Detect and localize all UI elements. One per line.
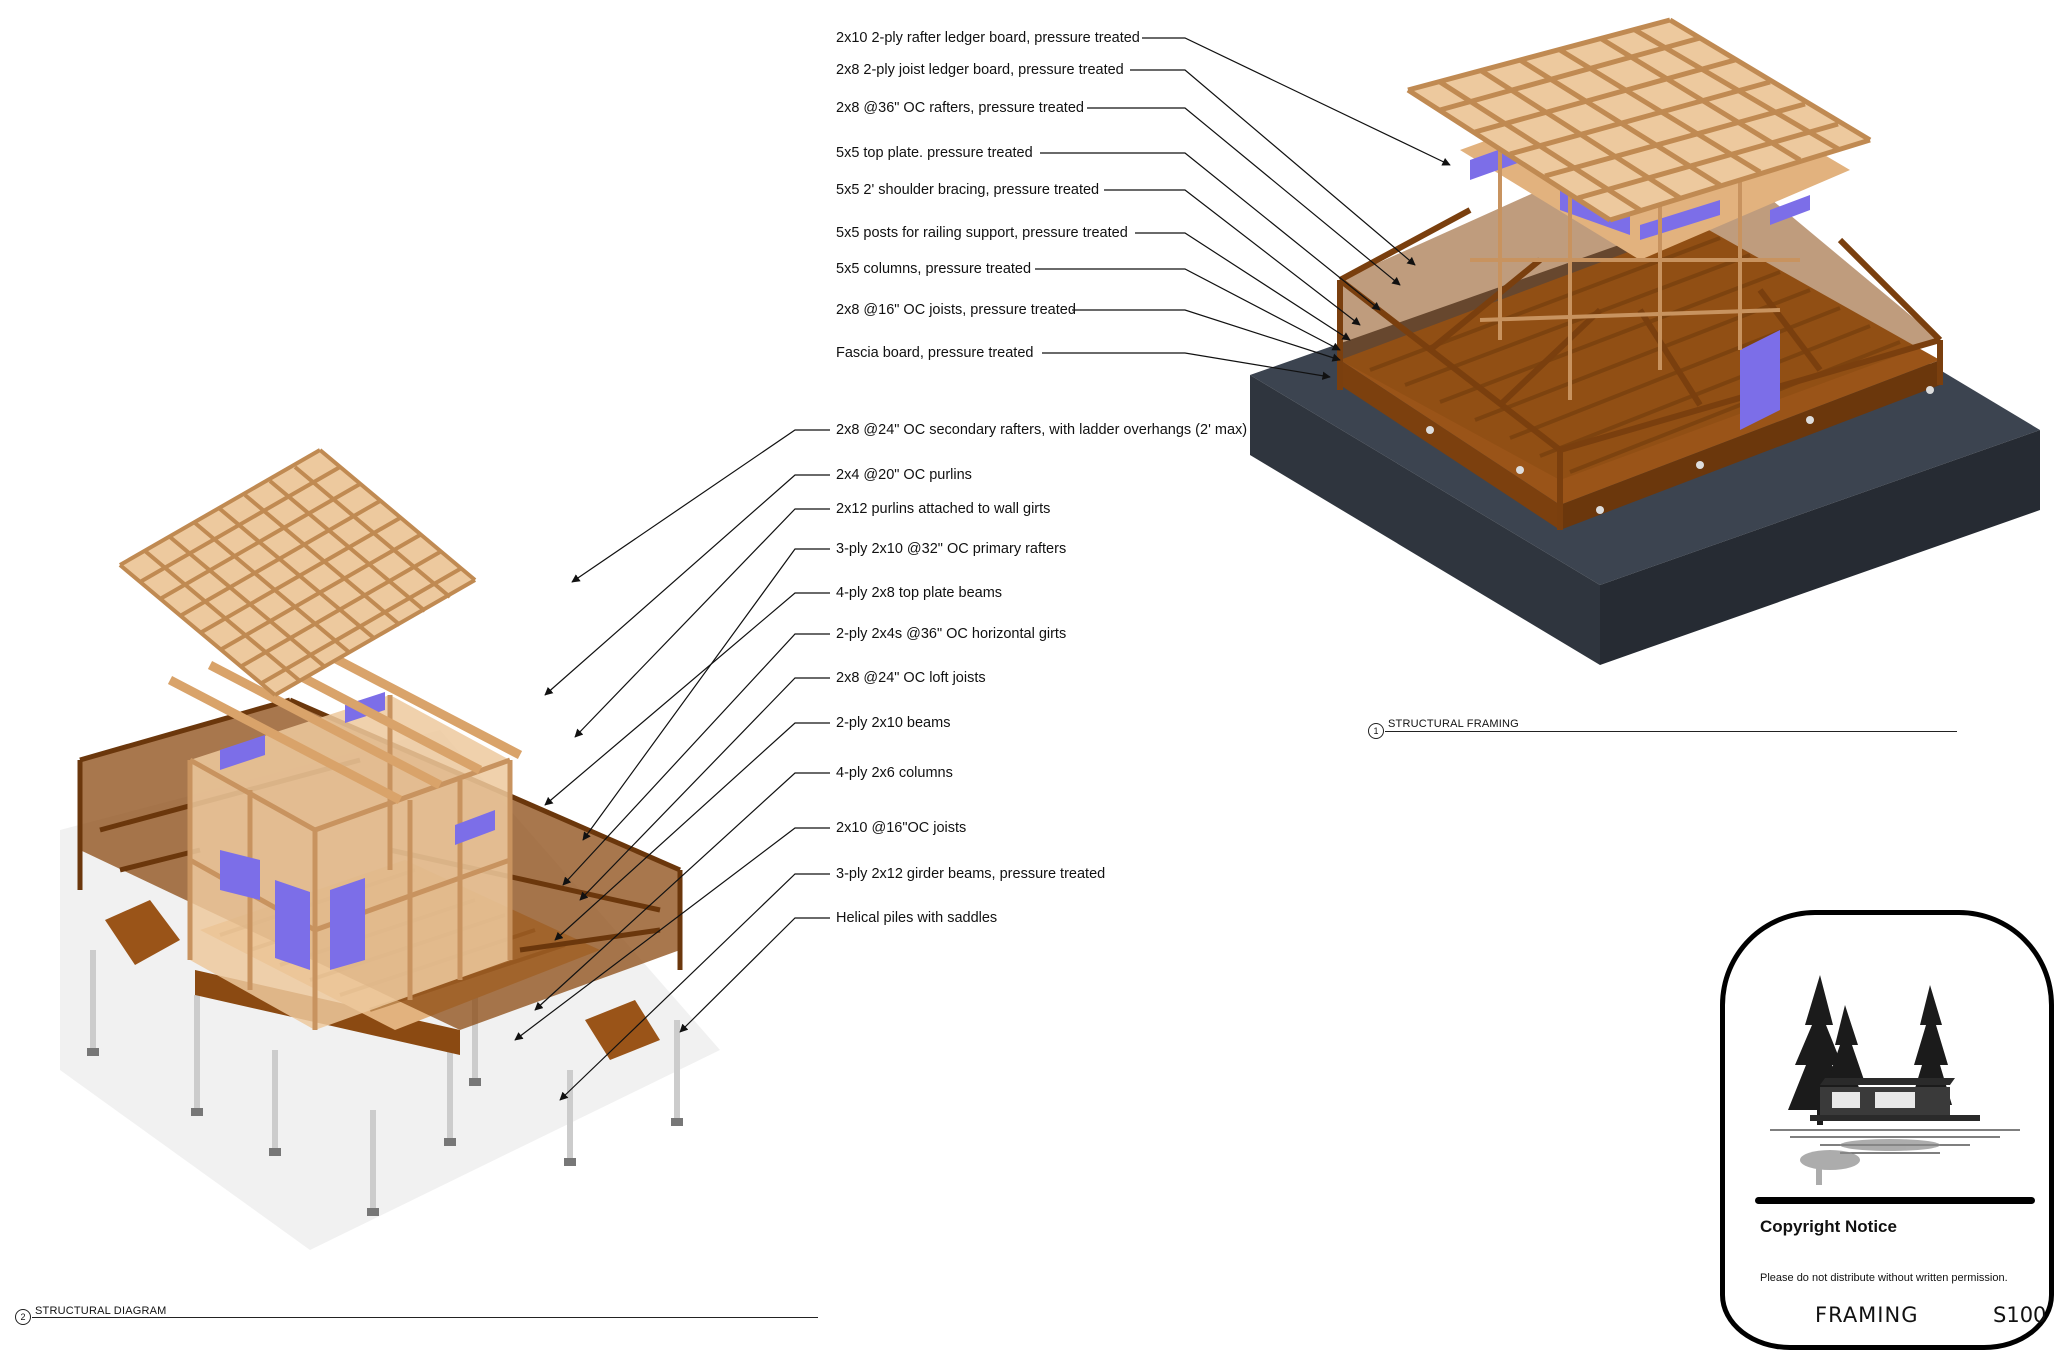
callout-label: 2x10 @16"OC joists [836,820,967,836]
cabin-sketch-logo [1770,975,2020,1185]
title-block: Copyright Notice Please do not distribut… [1720,910,2054,1350]
callout-label: 5x5 posts for railing support, pressure … [836,225,1128,241]
view-number-1: 1 [1368,723,1384,739]
callout-label: 2x12 purlins attached to wall girts [836,501,1051,517]
copyright-note: Please do not distribute without written… [1760,1272,2008,1284]
callout-label: 4-ply 2x8 top plate beams [836,585,1003,601]
view-title-structural-diagram: STRUCTURAL DIAGRAM [35,1305,167,1317]
callout-label: 2x8 @16" OC joists, pressure treated [836,302,1076,318]
structural-diagram-drawing [60,448,720,1250]
callout-label: 2x8 @36" OC rafters, pressure treated [836,100,1084,116]
callout-label: 2-ply 2x4s @36" OC horizontal girts [836,626,1067,642]
callout-label: 4-ply 2x6 columns [836,765,953,781]
view-title-underline [1385,731,1957,732]
title-block-divider [1755,1197,2035,1204]
callout-label: 5x5 2' shoulder bracing, pressure treate… [836,182,1100,198]
callout-label: 2-ply 2x10 beams [836,715,951,731]
callout-label: 2x4 @20" OC purlins [836,467,972,483]
sheet-name: FRAMING [1815,1303,1919,1327]
view-title-underline [32,1317,818,1318]
callout-label: 2x8 @24" OC loft joists [836,670,986,686]
callout-label: 2x8 2-ply joist ledger board, pressure t… [836,62,1124,78]
callout-label: 3-ply 2x12 girder beams, pressure treate… [836,866,1106,882]
callout-label: 5x5 columns, pressure treated [836,261,1032,277]
callout-label: 5x5 top plate. pressure treated [836,145,1033,161]
callout-label: Helical piles with saddles [836,910,998,926]
callout-label: 3-ply 2x10 @32" OC primary rafters [836,541,1067,557]
callout-label: 2x10 2-ply rafter ledger board, pressure… [836,30,1140,46]
copyright-heading: Copyright Notice [1760,1217,1897,1236]
callout-label: 2x8 @24" OC secondary rafters, with ladd… [836,422,1248,438]
view-number-2: 2 [15,1309,31,1325]
callout-label: Fascia board, pressure treated [836,345,1034,361]
structural-framing-drawing [1250,17,2040,665]
sheet-number: S100 [1993,1303,2047,1327]
view-title-structural-framing: STRUCTURAL FRAMING [1388,718,1519,730]
